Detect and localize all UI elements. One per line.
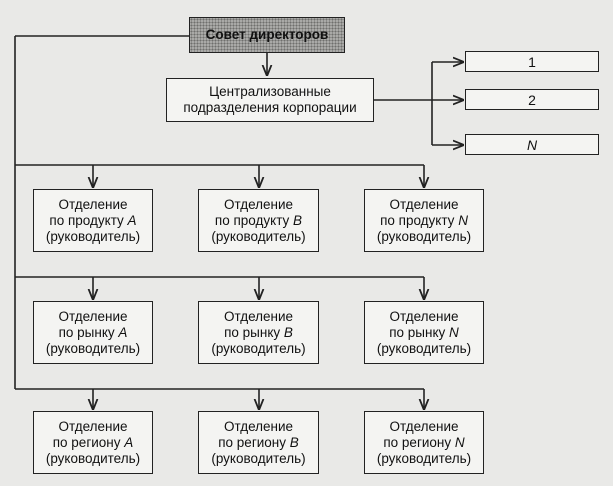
central-divisions-box: Централизованные подразделения корпораци…	[166, 78, 374, 122]
division-scope-text: по региону	[218, 434, 290, 450]
division-title: Отделение	[58, 308, 128, 324]
division-scope: по рынку B	[224, 325, 293, 341]
division-scope-var: N	[454, 434, 465, 450]
board-of-directors-box: Совет директоров	[189, 17, 345, 53]
division-head: (руководитель)	[45, 450, 141, 466]
division-region-n-box: Отделение по региону N (руководитель)	[364, 411, 484, 474]
division-title: Отделение	[389, 308, 459, 324]
division-scope-text: по региону	[52, 434, 125, 450]
division-title: Отделение	[223, 196, 294, 212]
division-scope-var: B	[293, 212, 303, 228]
division-scope-text: по продукту	[49, 212, 128, 228]
division-title: Отделение	[389, 196, 459, 212]
division-title: Отделение	[223, 418, 294, 434]
division-head: (руководитель)	[45, 340, 141, 356]
division-head: (руководитель)	[376, 340, 472, 356]
division-scope-text: по продукту	[214, 212, 294, 228]
division-product-a-box: Отделение по продукту A (руководитель)	[33, 189, 153, 252]
division-head: (руководитель)	[211, 340, 306, 356]
central-unit-1-label: 1	[528, 53, 536, 70]
division-scope: по региону A	[53, 435, 134, 451]
central-unit-n-label: N	[526, 136, 538, 153]
division-scope-text: по рынку	[224, 324, 284, 340]
central-unit-n-box: N	[465, 134, 599, 155]
division-scope-var: A	[124, 434, 134, 450]
division-market-b-box: Отделение по рынку B (руководитель)	[198, 301, 319, 364]
division-head: (руководитель)	[211, 228, 306, 244]
division-scope: по рынку N	[389, 325, 459, 341]
division-market-n-box: Отделение по рынку N (руководитель)	[364, 301, 484, 364]
division-scope-var: B	[283, 324, 293, 340]
division-title: Отделение	[389, 418, 459, 434]
division-scope: по региону B	[218, 435, 299, 451]
division-product-n-box: Отделение по продукту N (руководитель)	[364, 189, 484, 252]
division-head: (руководитель)	[211, 450, 306, 466]
board-label: Совет директоров	[205, 27, 329, 42]
division-scope-var: B	[289, 434, 299, 450]
division-title: Отделение	[58, 418, 128, 434]
division-scope-text: по рынку	[58, 324, 119, 340]
division-scope-var: N	[449, 324, 459, 340]
division-title: Отделение	[223, 308, 294, 324]
central-unit-2-box: 2	[465, 89, 599, 110]
division-head: (руководитель)	[45, 228, 141, 244]
division-head: (руководитель)	[376, 228, 472, 244]
division-scope-var: A	[127, 212, 137, 228]
division-scope: по рынку A	[59, 325, 128, 341]
division-region-a-box: Отделение по региону A (руководитель)	[33, 411, 153, 474]
division-title: Отделение	[58, 196, 128, 212]
division-scope: по продукту A	[49, 213, 136, 229]
division-region-b-box: Отделение по региону B (руководитель)	[198, 411, 319, 474]
division-scope-text: по региону	[383, 434, 455, 450]
division-scope-text: по продукту	[380, 212, 459, 228]
central-line-1: Централизованные	[209, 84, 331, 99]
division-scope-var: N	[458, 212, 468, 228]
central-unit-2-label: 2	[528, 91, 536, 108]
division-scope-text: по рынку	[389, 324, 450, 340]
division-head: (руководитель)	[376, 450, 472, 466]
division-scope: по региону N	[383, 435, 464, 451]
division-market-a-box: Отделение по рынку A (руководитель)	[33, 301, 153, 364]
division-scope-var: A	[118, 324, 128, 340]
division-scope: по продукту B	[215, 213, 302, 229]
central-unit-1-box: 1	[465, 51, 599, 72]
central-line-2: подразделения корпорации	[183, 100, 357, 115]
division-product-b-box: Отделение по продукту B (руководитель)	[198, 189, 319, 252]
division-scope: по продукту N	[380, 213, 468, 229]
